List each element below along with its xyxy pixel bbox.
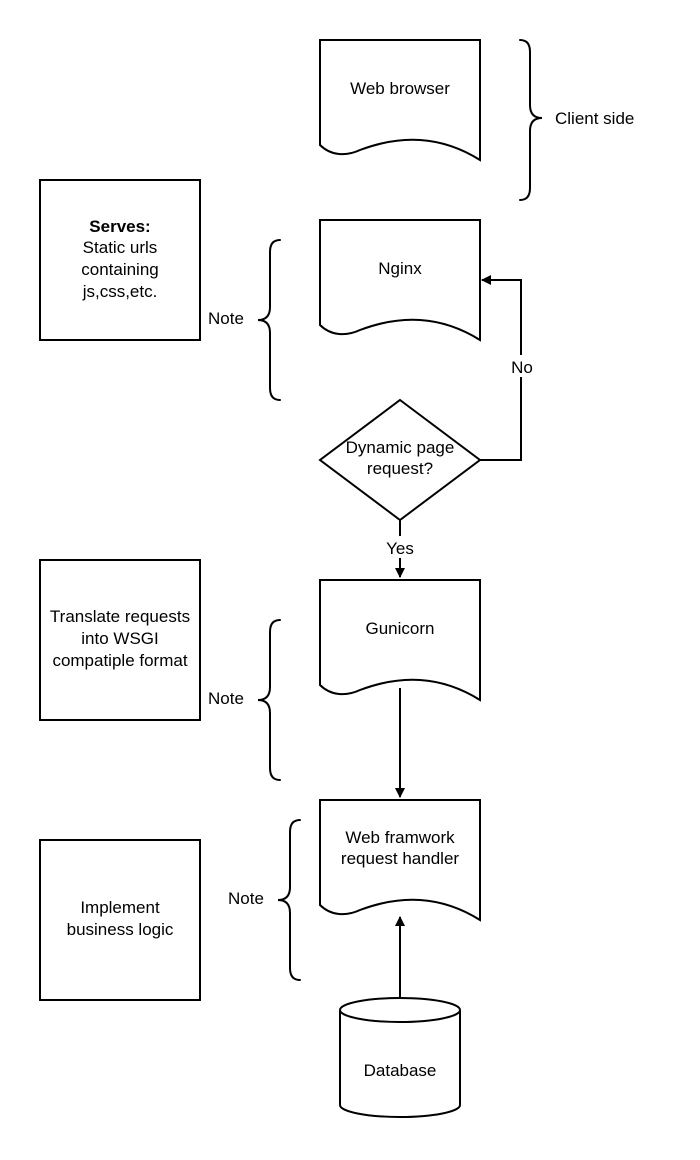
decision-line-1: Dynamic page — [346, 438, 455, 457]
database-label: Database — [364, 1061, 437, 1080]
web-framework-line-2: request handler — [341, 849, 459, 868]
dynamic-request-decision: Dynamic page request? — [318, 398, 482, 522]
nginx-label: Nginx — [378, 259, 422, 278]
translate-line-1: Translate requests — [50, 607, 190, 626]
translate-line-2: into WSGI — [81, 629, 158, 648]
web-browser-node: Web browser — [319, 39, 481, 162]
decision-line-2: request? — [367, 459, 433, 478]
note-label-1: Note — [208, 309, 244, 328]
serves-title: Serves: — [89, 217, 150, 236]
note-brace-2: Note — [208, 619, 281, 781]
translate-line-3: compatiple format — [52, 651, 187, 670]
implement-note-box: Implement business logic — [39, 839, 201, 1001]
database-node: Database — [339, 997, 461, 1118]
implement-line-1: Implement — [80, 898, 160, 917]
yes-label: Yes — [386, 539, 414, 558]
nginx-node: Nginx — [319, 219, 481, 342]
serves-line-1: Static urls — [83, 238, 158, 257]
translate-note-box: Translate requests into WSGI compatiple … — [39, 559, 201, 721]
note-brace-3: Note — [228, 819, 301, 981]
serves-line-3: js,css,etc. — [82, 282, 158, 301]
web-browser-label: Web browser — [350, 79, 450, 98]
client-side-label: Client side — [555, 109, 634, 128]
note-label-2: Note — [208, 689, 244, 708]
serves-line-2: containing — [81, 260, 159, 279]
edge-no: No — [480, 275, 536, 461]
serves-note-box: Serves: Static urls containing js,css,et… — [39, 179, 201, 341]
note-brace-1: Note — [208, 239, 281, 401]
implement-line-2: business logic — [67, 920, 174, 939]
note-label-3: Note — [228, 889, 264, 908]
no-label: No — [511, 358, 533, 377]
web-framework-node: Web framwork request handler — [319, 799, 481, 922]
gunicorn-label: Gunicorn — [366, 619, 435, 638]
client-side-brace: Client side — [519, 39, 634, 201]
web-framework-line-1: Web framwork — [345, 828, 455, 847]
edge-yes: Yes — [382, 520, 418, 578]
gunicorn-node: Gunicorn — [319, 579, 481, 702]
